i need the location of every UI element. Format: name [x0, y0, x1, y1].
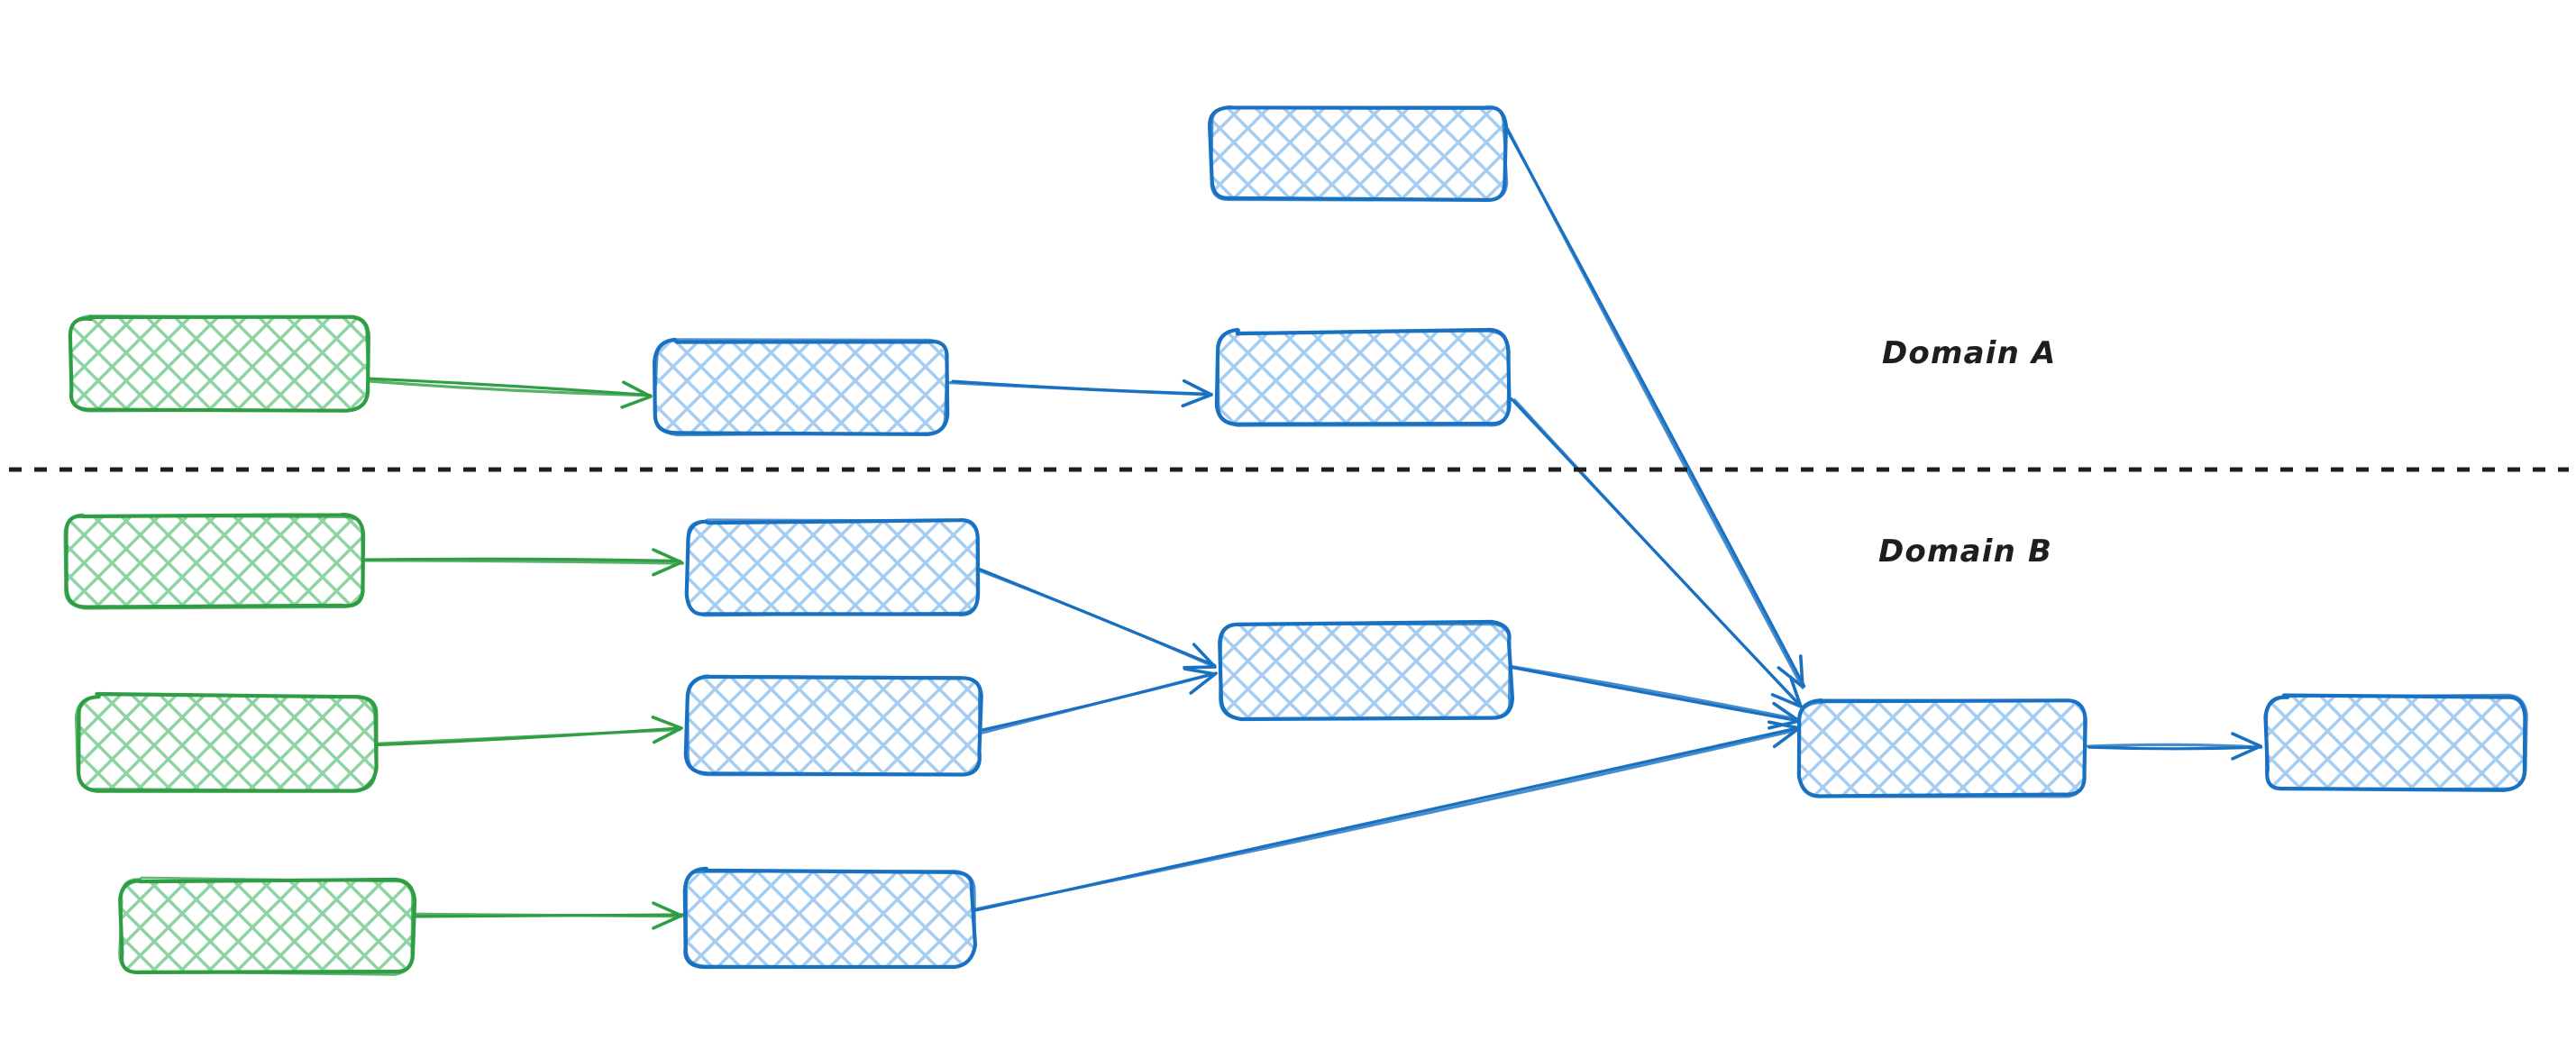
edge-b-blue1-to-b-merge: [978, 568, 1217, 670]
edge-b-green1-to-b-blue1: [361, 548, 685, 577]
edge-b-merge-to-b-final: [1510, 665, 1802, 730]
node-b-blue-merge[interactable]: [1218, 619, 1514, 722]
domain-b-label: Domain B: [1878, 534, 2053, 570]
edges-layer: [361, 125, 2263, 930]
edge-a-blue2-to-b-final: [1510, 397, 1804, 709]
domain-a-label: Domain A: [1882, 335, 2057, 371]
node-b-blue-out[interactable]: [2263, 693, 2528, 792]
edge-b-blue2-to-b-merge: [981, 667, 1219, 734]
edge-b-final-to-b-out: [2086, 732, 2263, 761]
node-b-blue-3[interactable]: [682, 866, 978, 970]
node-a-top-blue[interactable]: [1208, 105, 1509, 203]
node-a-green-1[interactable]: [68, 315, 370, 413]
edge-a-green1-to-a-blue1: [364, 377, 653, 409]
node-b-green-1[interactable]: [63, 512, 366, 610]
node-a-blue-2[interactable]: [1214, 327, 1512, 427]
edge-a-top-to-b-final: [1504, 125, 1806, 689]
node-a-blue-1[interactable]: [653, 337, 950, 437]
edge-a-blue1-to-a-blue2: [948, 379, 1213, 408]
node-b-green-2[interactable]: [74, 691, 379, 793]
edge-b-blue3-to-b-final: [973, 720, 1803, 912]
node-b-blue-2[interactable]: [683, 674, 983, 777]
edge-b-green2-to-b-blue2: [370, 716, 683, 747]
node-b-green-3[interactable]: [118, 876, 417, 976]
nodes-layer: [63, 105, 2528, 976]
node-b-blue-final[interactable]: [1796, 698, 2087, 798]
node-b-blue-1[interactable]: [684, 518, 981, 617]
edge-b-green3-to-b-blue3: [409, 901, 685, 930]
